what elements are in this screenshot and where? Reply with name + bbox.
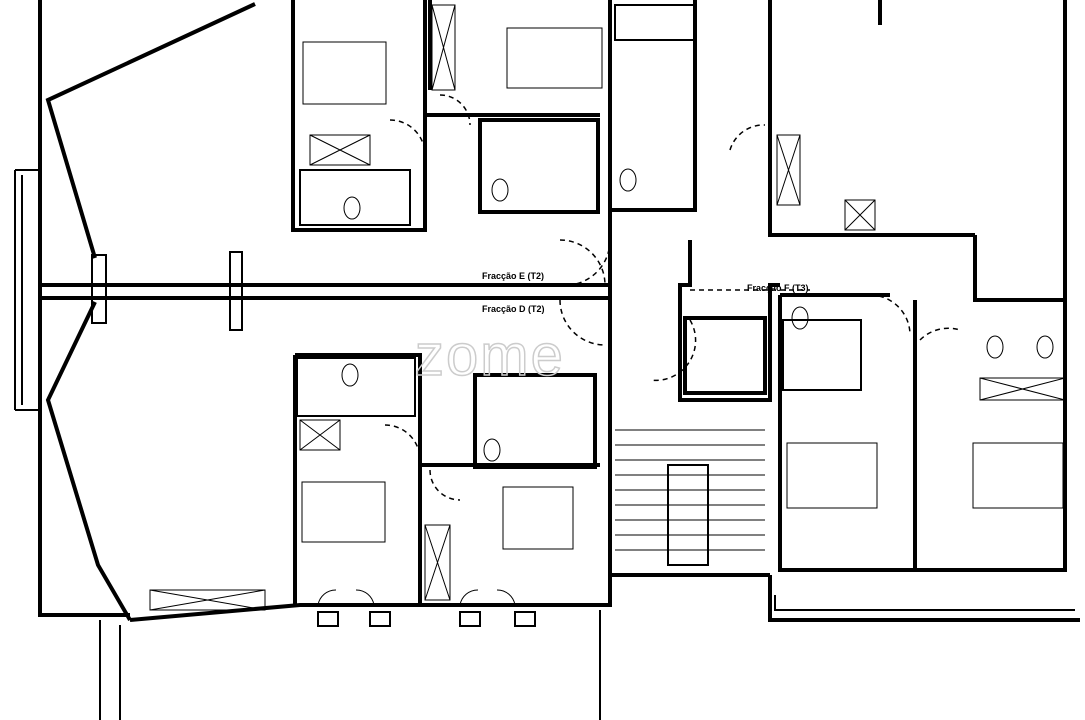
bed [502,486,574,550]
corridor-walls [40,251,610,331]
zome-watermark: zome [415,323,565,388]
bed [972,442,1064,509]
unit-e-rooms [291,0,606,286]
unit-f-rooms [768,0,1067,572]
stair-core [559,0,810,566]
bed [301,481,386,543]
bed [506,27,603,89]
unit-f-label: Fracção F (T3) [747,283,809,293]
unit-d-label: Fracção D (T2) [482,304,545,314]
unit-d-rooms [149,299,606,627]
outer-walls [14,0,1080,720]
bed [786,442,878,509]
unit-e-label: Fracção E (T2) [482,271,544,281]
bed [302,41,387,105]
